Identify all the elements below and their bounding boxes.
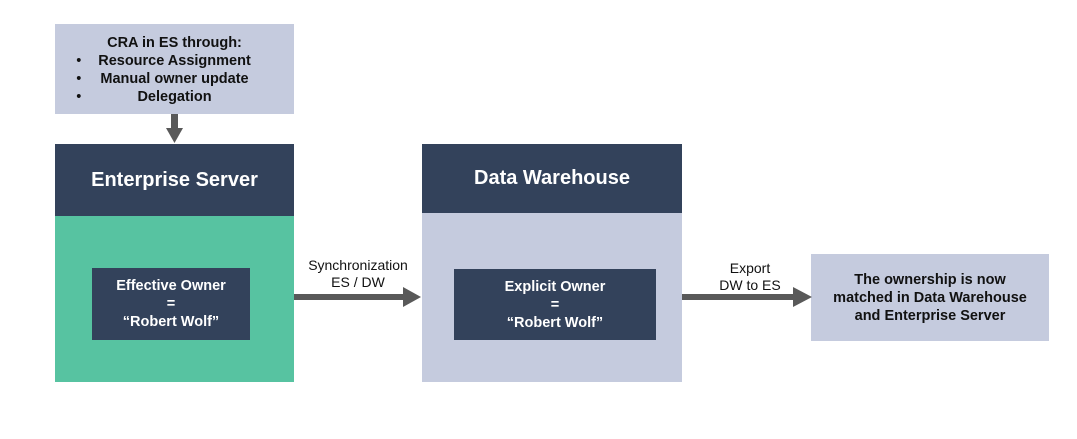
result-line-1: The ownership is now bbox=[854, 271, 1006, 288]
explicit-owner-label: Explicit Owner bbox=[504, 278, 606, 295]
cra-item-resource-assignment: Resource Assignment bbox=[76, 52, 250, 70]
sync-arrow-label: Synchronization ES / DW bbox=[300, 257, 416, 291]
export-arrow bbox=[682, 287, 812, 307]
effective-owner-box: Effective Owner = “Robert Wolf” bbox=[92, 268, 250, 340]
explicit-owner-value: “Robert Wolf” bbox=[506, 314, 604, 331]
effective-owner-equals: = bbox=[166, 296, 176, 312]
data-warehouse-header: Data Warehouse bbox=[422, 144, 682, 213]
explicit-owner-box: Explicit Owner = “Robert Wolf” bbox=[454, 269, 656, 340]
result-line-2: matched in Data Warehouse bbox=[833, 289, 1027, 306]
effective-owner-label: Effective Owner bbox=[116, 278, 226, 294]
result-line-3: and Enterprise Server bbox=[854, 307, 1006, 324]
enterprise-server-title: Enterprise Server bbox=[91, 168, 258, 191]
enterprise-server-header: Enterprise Server bbox=[55, 144, 294, 216]
result-box: The ownership is now matched in Data War… bbox=[811, 254, 1049, 341]
cra-to-es-arrow bbox=[166, 114, 183, 143]
cra-item-manual-owner-update: Manual owner update bbox=[76, 70, 251, 88]
sync-arrow bbox=[294, 287, 421, 307]
effective-owner-value: “Robert Wolf” bbox=[122, 314, 220, 330]
cra-note-box: CRA in ES through: Resource Assignment M… bbox=[55, 24, 294, 114]
cra-list: Resource Assignment Manual owner update … bbox=[76, 52, 251, 106]
sync-label-line-1: Synchronization bbox=[308, 257, 408, 273]
cra-item-delegation: Delegation bbox=[76, 88, 251, 106]
data-warehouse-title: Data Warehouse bbox=[474, 167, 630, 189]
export-arrow-label: Export DW to ES bbox=[700, 260, 800, 294]
explicit-owner-equals: = bbox=[550, 296, 560, 313]
sync-label-line-2: ES / DW bbox=[331, 274, 385, 290]
export-label-line-1: Export bbox=[729, 260, 771, 276]
export-label-line-2: DW to ES bbox=[719, 277, 781, 293]
cra-title: CRA in ES through: bbox=[107, 35, 242, 51]
